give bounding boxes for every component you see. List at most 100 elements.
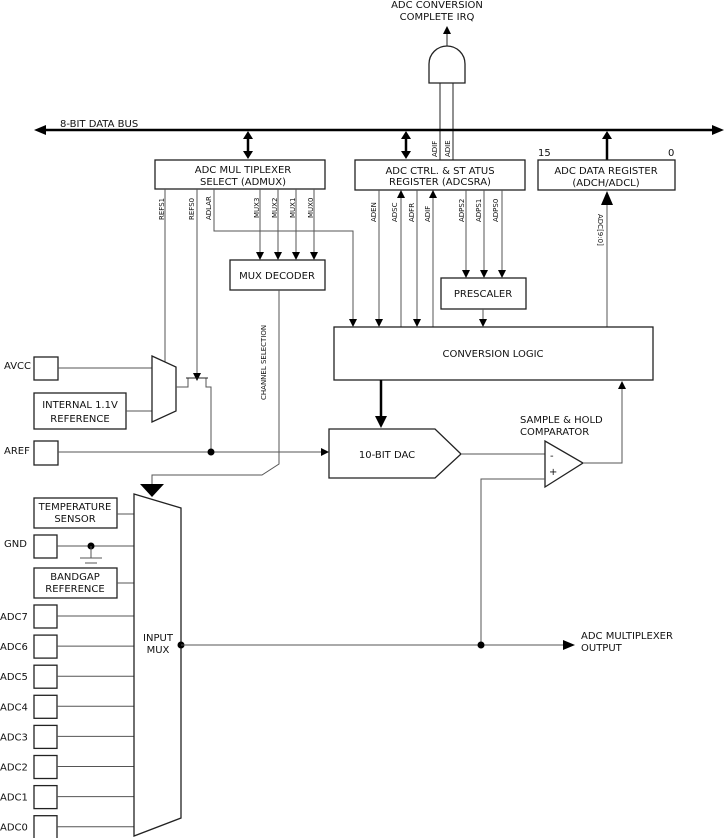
adc-pin-box[interactable] (33, 664, 58, 689)
mux0-arrow-icon (310, 252, 318, 260)
adc-pin-label: ADC3 (0, 732, 28, 743)
aden-arrow-icon (375, 319, 383, 327)
comparator-minus: - (550, 451, 554, 462)
data-bus (34, 125, 724, 135)
adcsra-top-bit-adie: ADIE (444, 140, 452, 157)
refs0-arrow-icon (193, 373, 201, 381)
adc-result-arrow-icon (601, 191, 613, 205)
adcsra-label-line2: REGISTER (ADCSRA) (389, 177, 491, 188)
adc-pin-box[interactable] (33, 815, 58, 838)
irq-label-line1: ADC CONVERSION (391, 0, 483, 11)
comparator-plus: + (549, 467, 557, 478)
adc-pin-label: ADC5 (0, 672, 28, 683)
temp-sensor-line1: TEMPERATURE (38, 502, 112, 513)
mux-output-arrow-icon (563, 640, 575, 650)
prescaler-box (440, 277, 527, 310)
ref-switch-wire (176, 377, 212, 452)
adc-pin-label: ADC4 (0, 702, 28, 713)
admux-bit-adlar: ADLAR (205, 196, 213, 220)
data-register-label-line2: (ADCH/ADCL) (572, 178, 639, 189)
adc-pin-box[interactable] (33, 784, 58, 810)
adfr-arrow-icon (413, 319, 421, 327)
adlar-wire (213, 189, 354, 322)
adc-pin-box[interactable] (33, 634, 58, 659)
mux-output-junction (477, 641, 485, 649)
comparator-output-wire (583, 387, 623, 464)
admux-bit-mux0: MUX0 (307, 198, 315, 218)
adcsra-bit-adsc: ADSC (391, 202, 399, 222)
bandgap-line1: BANDGAP (50, 572, 100, 583)
aref-label: AREF (4, 446, 30, 457)
gnd-pin[interactable] (33, 534, 58, 559)
adc-pin-box[interactable] (33, 724, 58, 750)
adc-pin-box[interactable] (33, 694, 58, 719)
conversion-logic-box (333, 326, 654, 381)
bus-left-arrow-icon (34, 125, 46, 135)
temp-sensor-box (33, 497, 118, 529)
mux-decoder-label: MUX DECODER (239, 271, 315, 282)
input-mux-shape (133, 493, 182, 837)
adc-pin-adc4: ADC4 (0, 694, 134, 719)
internal-ref-line2: REFERENCE (50, 414, 109, 425)
bus-connections (243, 131, 612, 160)
comparator-shape (544, 439, 585, 489)
dac-label: 10-BIT DAC (359, 450, 415, 461)
adps1-arrow-icon (480, 270, 488, 278)
admux-label-line2: SELECT (ADMUX) (200, 177, 286, 188)
comparator-label-line1: SAMPLE & HOLD (520, 415, 603, 426)
adcsra-down-arrow-icon (401, 151, 411, 159)
conversion-logic-label: CONVERSION LOGIC (442, 349, 543, 360)
dac-shape (328, 428, 462, 479)
adc-pin-box[interactable] (33, 604, 58, 629)
adc-pin-adc7: ADC7 (0, 604, 134, 629)
temp-sensor-line2: SENSOR (54, 514, 95, 525)
irq-arrow-icon (443, 26, 451, 34)
adif-arrow-icon (429, 190, 437, 198)
adc-pin-adc1: ADC1 (0, 784, 134, 810)
input-mux-label-line1: INPUT (143, 633, 174, 644)
adc-pin-adc2: ADC2 (0, 754, 134, 780)
irq-and-gate (428, 26, 466, 160)
mux-decoder-box (229, 259, 326, 291)
adc-pin-label: ADC1 (0, 793, 28, 804)
internal-ref-line1: INTERNAL 1.1V (42, 400, 118, 411)
adc-pin-adc3: ADC3 (0, 724, 134, 750)
data-register-lsb: 0 (668, 148, 674, 159)
adlar-arrow-icon (349, 319, 357, 327)
mux2-arrow-icon (274, 252, 282, 260)
adcsra-bit-aden: ADEN (370, 202, 378, 222)
admux-bit-refs0: REFS0 (188, 198, 196, 220)
avcc-pin[interactable] (33, 356, 59, 381)
internal-ref-box (33, 392, 127, 430)
adcsra-bit-adps1: ADPS1 (475, 199, 483, 222)
adc-pin-box[interactable] (33, 754, 58, 780)
adc-pin-label: ADC2 (0, 763, 28, 774)
aref-pin[interactable] (33, 440, 59, 466)
adsc-arrow-icon (397, 190, 405, 198)
adcsra-register-box (354, 159, 526, 191)
logic-to-dac-arrow-icon (375, 416, 387, 428)
admux-bit-mux1: MUX1 (289, 198, 297, 218)
aref-to-dac-arrow-icon (321, 448, 329, 456)
adc-pin-label: ADC6 (0, 642, 28, 653)
adcsra-bit-adps2: ADPS2 (458, 199, 466, 222)
admux-register-box (154, 159, 326, 190)
adc-pin-adc6: ADC6 (0, 634, 134, 659)
adcsra-top-bit-adif: ADIF (431, 141, 439, 157)
bus-right-arrow-icon (712, 125, 724, 135)
comparator-arrow-icon (618, 381, 626, 389)
and-gate-shape (428, 45, 466, 84)
mux1-arrow-icon (292, 252, 300, 260)
data-register-box (537, 159, 676, 191)
avcc-label: AVCC (4, 361, 31, 372)
adcsra-bit-adfr: ADFR (408, 203, 416, 222)
adps0-arrow-icon (498, 270, 506, 278)
admux-label-line1: ADC MUL TIPLEXER (195, 165, 292, 176)
admux-bit-refs1: REFS1 (158, 198, 166, 220)
adc-pin-label: ADC0 (0, 823, 28, 834)
adcsra-label-line1: ADC CTRL. & ST ATUS (385, 166, 494, 177)
ref-mux-shape (151, 354, 177, 424)
admux-bit-mux3: MUX3 (253, 198, 261, 218)
data-bus-label: 8-BIT DATA BUS (60, 119, 138, 130)
